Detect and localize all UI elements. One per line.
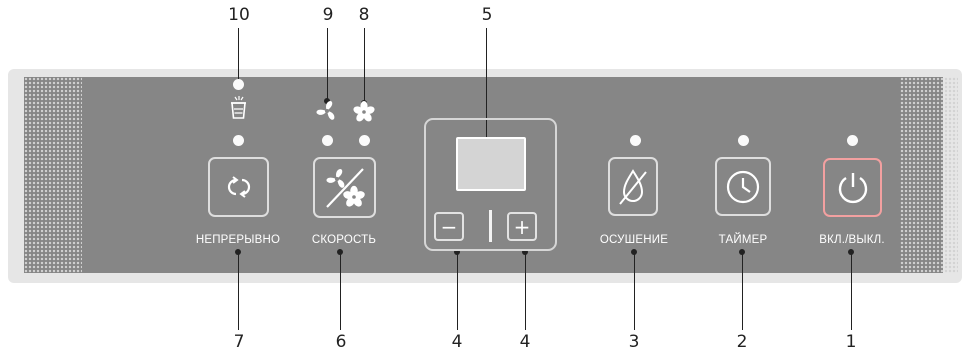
display-divider	[489, 210, 492, 242]
dehumidify-label: ОСУШЕНИЕ	[599, 234, 669, 246]
plus-button[interactable]: +	[507, 212, 537, 241]
power-icon	[838, 172, 867, 203]
callout-10: 10	[228, 5, 250, 25]
continuous-label: НЕПРЕРЫВНО	[195, 234, 281, 246]
leader-4-plus	[525, 252, 526, 330]
leader-end-2	[739, 249, 745, 255]
timer-led	[738, 135, 749, 146]
leader-end-3	[631, 249, 637, 255]
speed-low-led	[322, 135, 333, 146]
callout-4-plus: 4	[519, 332, 531, 352]
cycle-arrows-icon	[227, 176, 250, 198]
leader-9	[327, 28, 328, 101]
no-drop-icon	[619, 168, 647, 205]
leader-end-1	[848, 249, 854, 255]
dehumidify-button[interactable]	[608, 157, 658, 216]
dehumidify-led	[630, 135, 641, 146]
leader-end-9	[324, 98, 330, 104]
display-group	[424, 118, 557, 251]
fan-speed-icon	[325, 167, 365, 208]
callout-2: 2	[736, 332, 748, 352]
timer-label: ТАЙМЕР	[718, 234, 768, 246]
leader-8	[364, 28, 365, 103]
right-vent-grille	[900, 77, 958, 273]
leader-4-minus	[457, 252, 458, 330]
power-label: ВКЛ./ВЫКЛ.	[819, 234, 885, 246]
leader-2	[742, 252, 743, 330]
leader-end-4-plus	[522, 249, 528, 255]
power-led	[847, 135, 858, 146]
callout-3: 3	[628, 332, 640, 352]
callout-9: 9	[322, 5, 334, 25]
timer-button[interactable]	[715, 157, 771, 216]
leader-end-6	[337, 249, 343, 255]
leader-6	[340, 252, 341, 330]
clock-icon	[726, 170, 760, 203]
display-screen	[456, 137, 526, 191]
water-tank-icon	[231, 96, 246, 119]
fan-high-icon	[353, 101, 375, 122]
continuous-led	[233, 135, 244, 146]
leader-5	[486, 28, 487, 166]
callout-7: 7	[233, 332, 245, 352]
tank-full-led	[233, 79, 244, 90]
continuous-button[interactable]	[208, 157, 269, 217]
left-vent-grille	[24, 77, 82, 273]
leader-end-4-minus	[454, 249, 460, 255]
callout-6: 6	[335, 332, 347, 352]
minus-button[interactable]: −	[434, 212, 464, 241]
leader-3	[634, 252, 635, 330]
leader-end-7	[235, 249, 241, 255]
speed-label: СКОРОСТЬ	[311, 234, 377, 246]
callout-8: 8	[358, 5, 370, 25]
callout-4-minus: 4	[451, 332, 463, 352]
leader-10	[238, 28, 239, 79]
power-button[interactable]	[823, 158, 882, 217]
speed-button[interactable]	[313, 157, 376, 218]
speed-high-led	[359, 135, 370, 146]
leader-1	[851, 252, 852, 330]
leader-7	[238, 252, 239, 330]
fan-low-icon	[316, 101, 335, 120]
callout-5: 5	[481, 5, 493, 25]
callout-1: 1	[845, 332, 857, 352]
